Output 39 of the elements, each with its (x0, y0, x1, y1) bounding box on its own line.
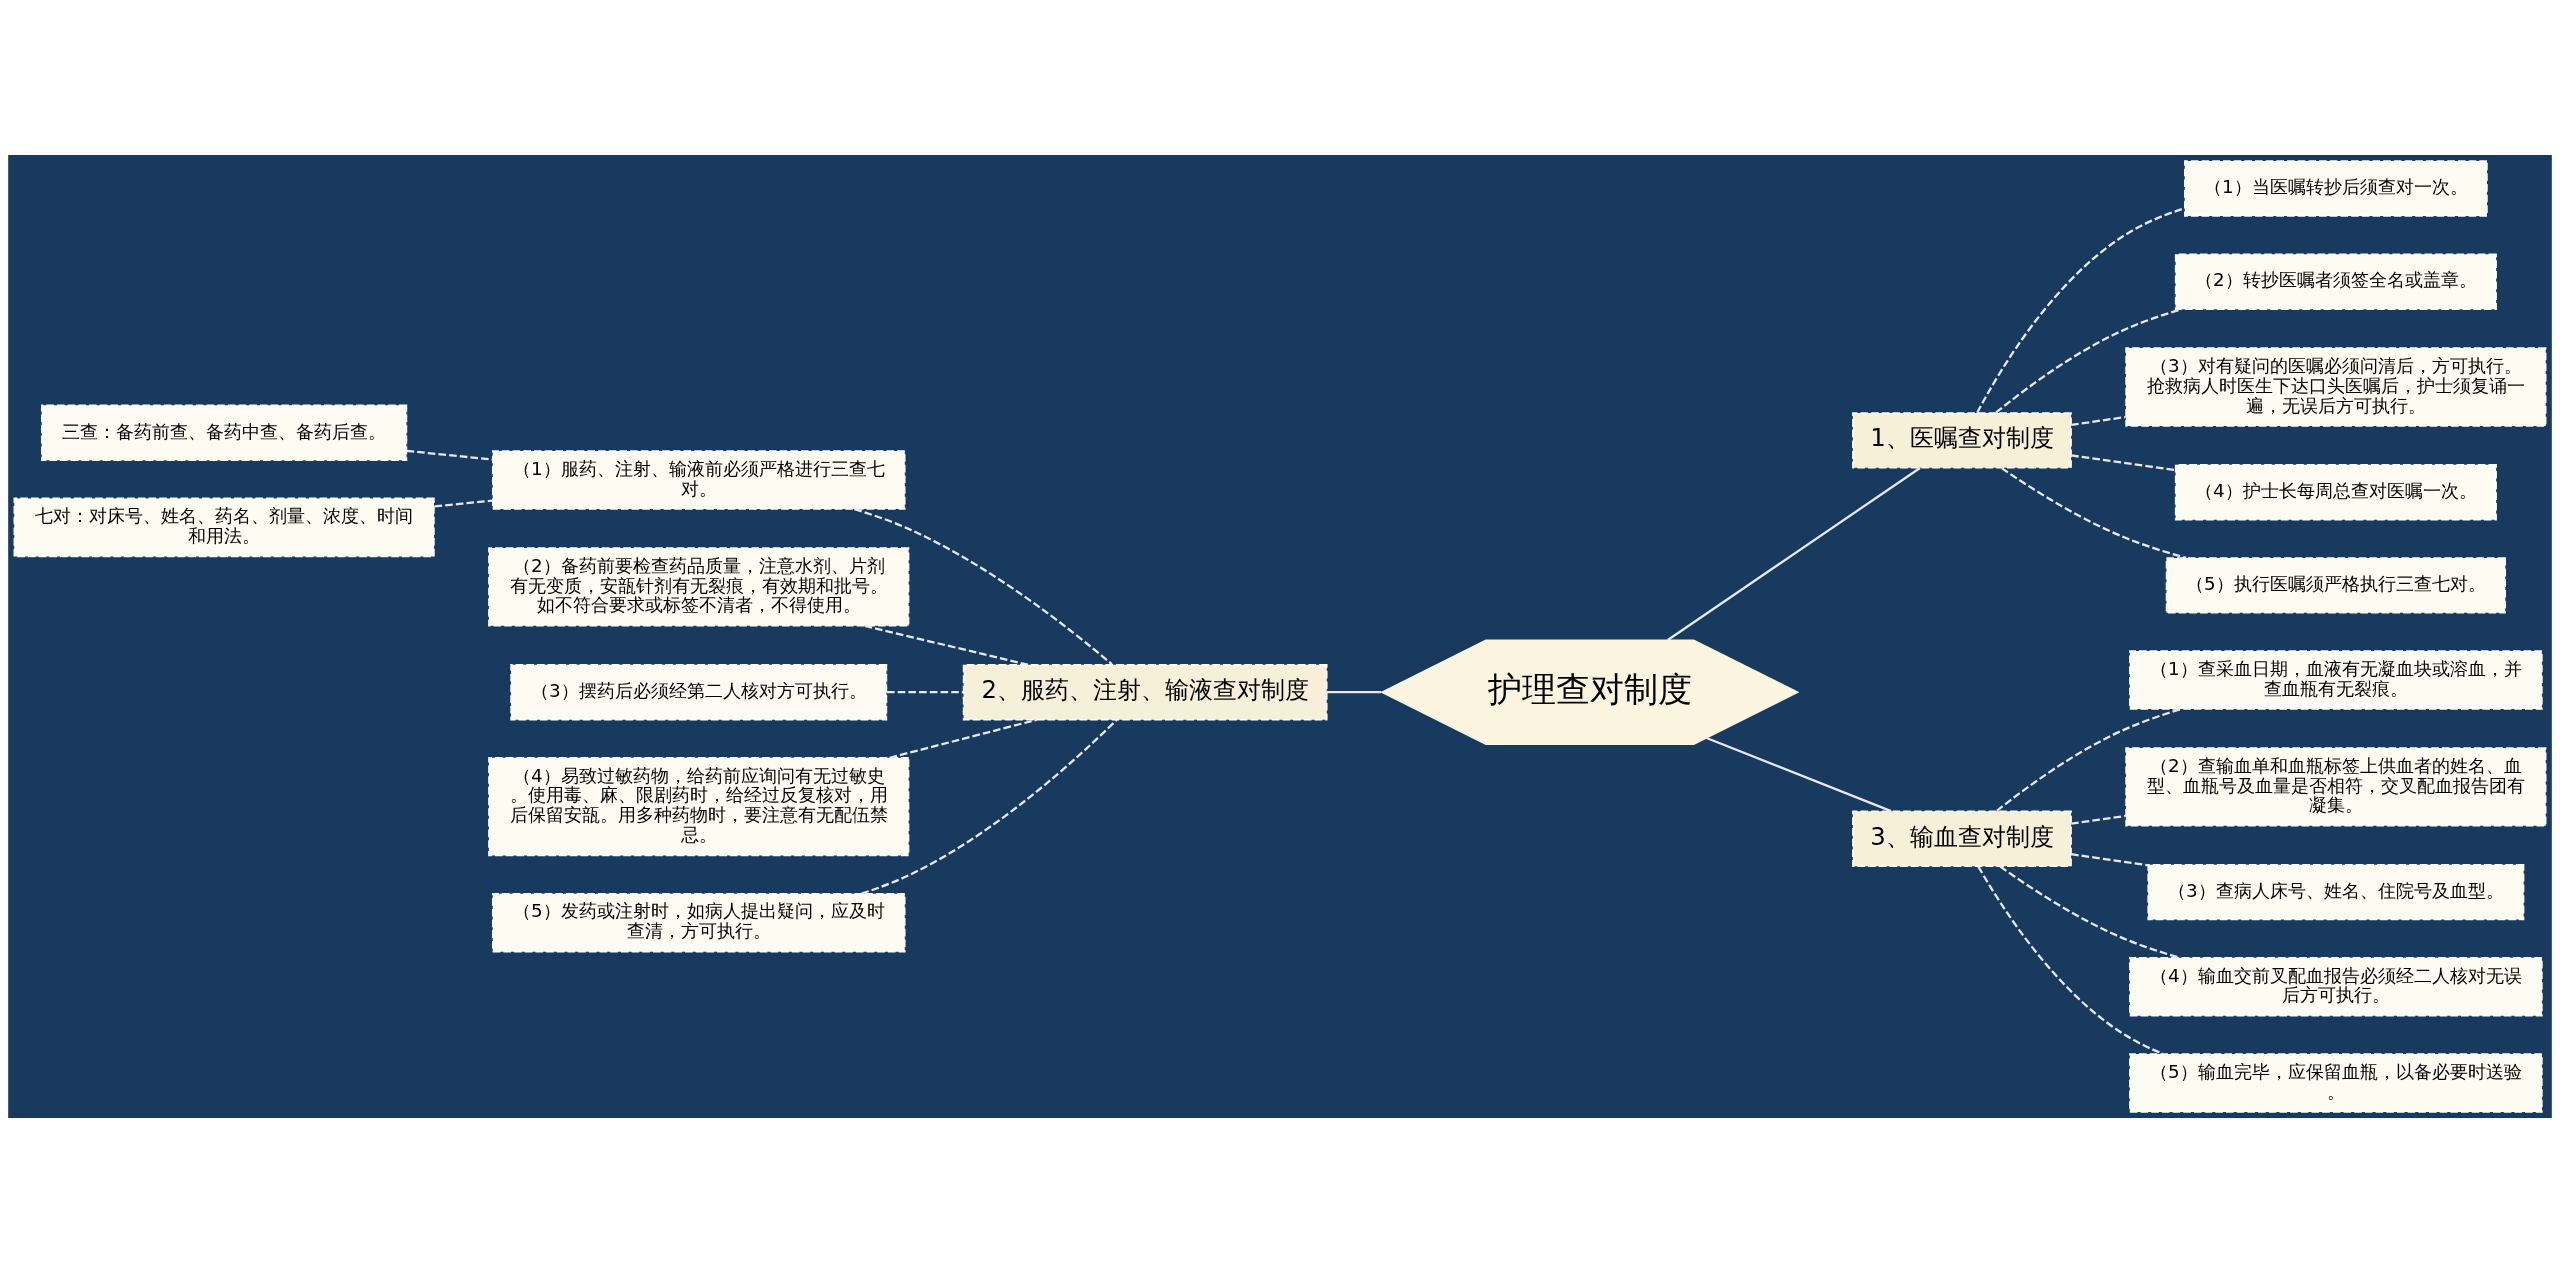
connector (2001, 467, 2187, 559)
node-box: （2）备药前要检查药品质量，注意水剂、片剂有无变质，安瓿针剂有无裂痕，有效期和批号。如不符合要求或标签不清者，不得使用。 (488, 547, 910, 627)
node-box: （5）输血完毕，应保留血瓶，以备必要时送验。 (2129, 1053, 2543, 1113)
node-box: （5）执行医嘱须严格执行三查七对。 (2165, 557, 2507, 614)
connector (854, 508, 1113, 665)
node-box: （4）易致过敏药物，给药前应询问有无过敏史。使用毒、麻、限剧药时，给经过反复核对，用后保留安瓿。用多种药物时，要注意有无配伍禁忌。 (488, 757, 910, 857)
node-box: 1、医嘱查对制度 (1852, 412, 2072, 469)
node-box: 3、输血查对制度 (1852, 810, 2072, 867)
node-box: 2、服药、注射、输液查对制度 (962, 663, 1328, 721)
connector (1326, 691, 1382, 694)
node-box: （4）护士长每周总查对医嘱一次。 (2174, 464, 2497, 521)
connector (2071, 454, 2176, 472)
connector (1995, 308, 2183, 414)
node-box: 三查：备药前查、备药中查、备药后查。 (41, 404, 408, 461)
connector (2071, 853, 2149, 867)
node-box: （1）查采血日期，血液有无凝血块或溶血，并查血瓶有无裂痕。 (2129, 650, 2543, 710)
connector (889, 718, 1038, 759)
connector (2071, 415, 2126, 426)
connector (1977, 865, 2164, 1055)
connector (1996, 707, 2182, 812)
node-box: （2）查输血单和血瓶标签上供血者的姓名、血型、血瓶号及血量是否相符，交叉配血报告团有凝集。 (2125, 747, 2547, 827)
connector (434, 499, 493, 508)
connector (861, 719, 1118, 895)
node-box: （4）输血交前叉配血报告必须经二人核对无误后方可执行。 (2129, 957, 2543, 1017)
connector (1999, 865, 2180, 959)
node-box: （5）发药或注射时，如病人提出疑问，应及时查清，方可执行。 (491, 892, 906, 953)
node-box: 七对：对床号、姓名、药名、剂量、浓度、时间和用法。 (13, 497, 435, 558)
connector (887, 691, 964, 694)
node-box: （1）服药、注射、输液前必须严格进行三查七对。 (491, 450, 906, 510)
connector (1667, 467, 1921, 641)
connector (864, 624, 1029, 666)
node-box: （1）当医嘱转抄后须查对一次。 (2184, 160, 2488, 217)
node-box: （2）转抄医嘱者须签全名或盖章。 (2174, 253, 2497, 310)
node-box: （3）查病人床号、姓名、住院号及血型。 (2147, 863, 2525, 921)
connector (1976, 207, 2185, 414)
connector (1706, 736, 1892, 813)
node-box: （3）摆药后必须经第二人核对方可执行。 (510, 663, 888, 721)
node-box: （3）对有疑问的医嘱必须问清后，方可执行。抢救病人时医生下达口头医嘱后，护士须复诵一遍，无误后方可执行。 (2125, 347, 2547, 427)
connector (2071, 814, 2126, 825)
